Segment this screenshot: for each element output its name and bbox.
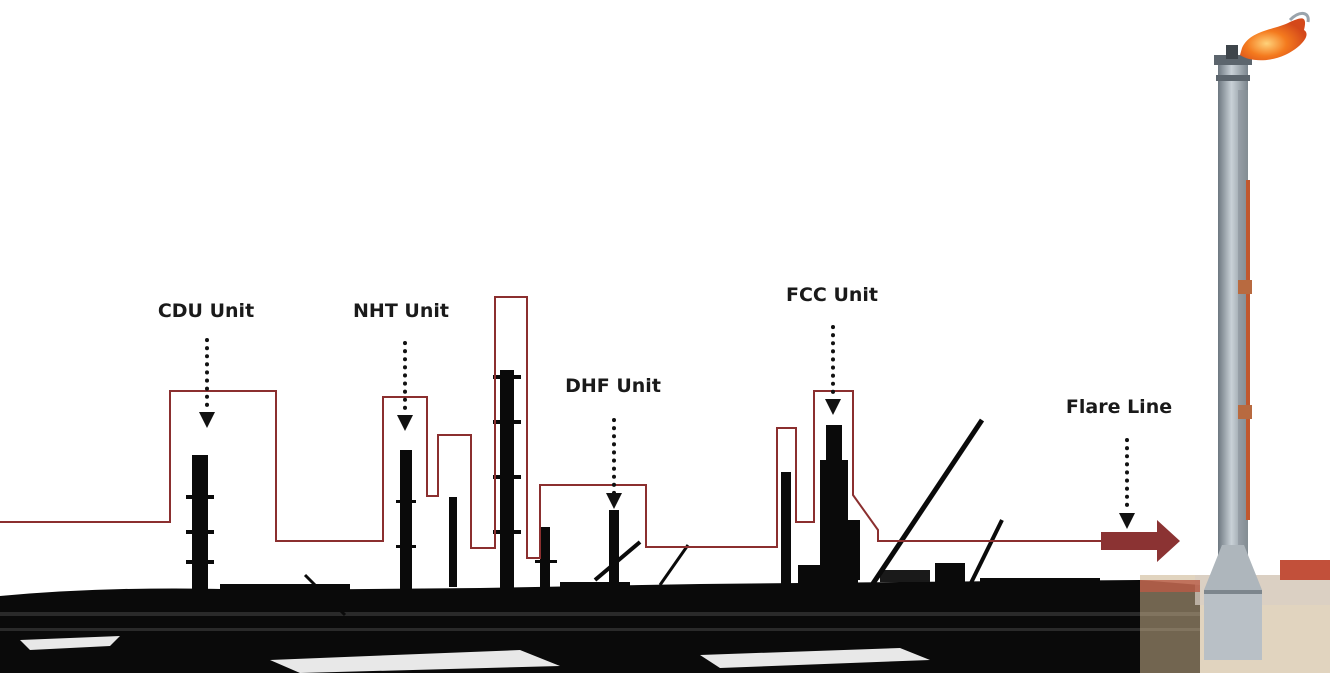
flame-icon: [1240, 18, 1307, 61]
flow-line: [0, 296, 1103, 559]
dhf-unit-label: DHF Unit: [565, 375, 661, 397]
cdu-unit-label: CDU Unit: [157, 300, 255, 322]
flare-line-label: Flare Line: [1065, 396, 1173, 418]
ground-silhouette: [0, 563, 1200, 673]
tower-silhouettes: [186, 370, 930, 600]
fcc-unit-label: FCC Unit: [785, 284, 879, 306]
pointer-arrows: [205, 325, 1129, 514]
crane-silhouettes: [303, 418, 1004, 617]
flare-line-arrow: [1101, 520, 1180, 562]
flare-stack: [1140, 12, 1330, 673]
ground-highlights: [20, 636, 930, 673]
nht-unit-label: NHT Unit: [353, 300, 449, 322]
pointer-arrowheads: [199, 399, 1135, 529]
